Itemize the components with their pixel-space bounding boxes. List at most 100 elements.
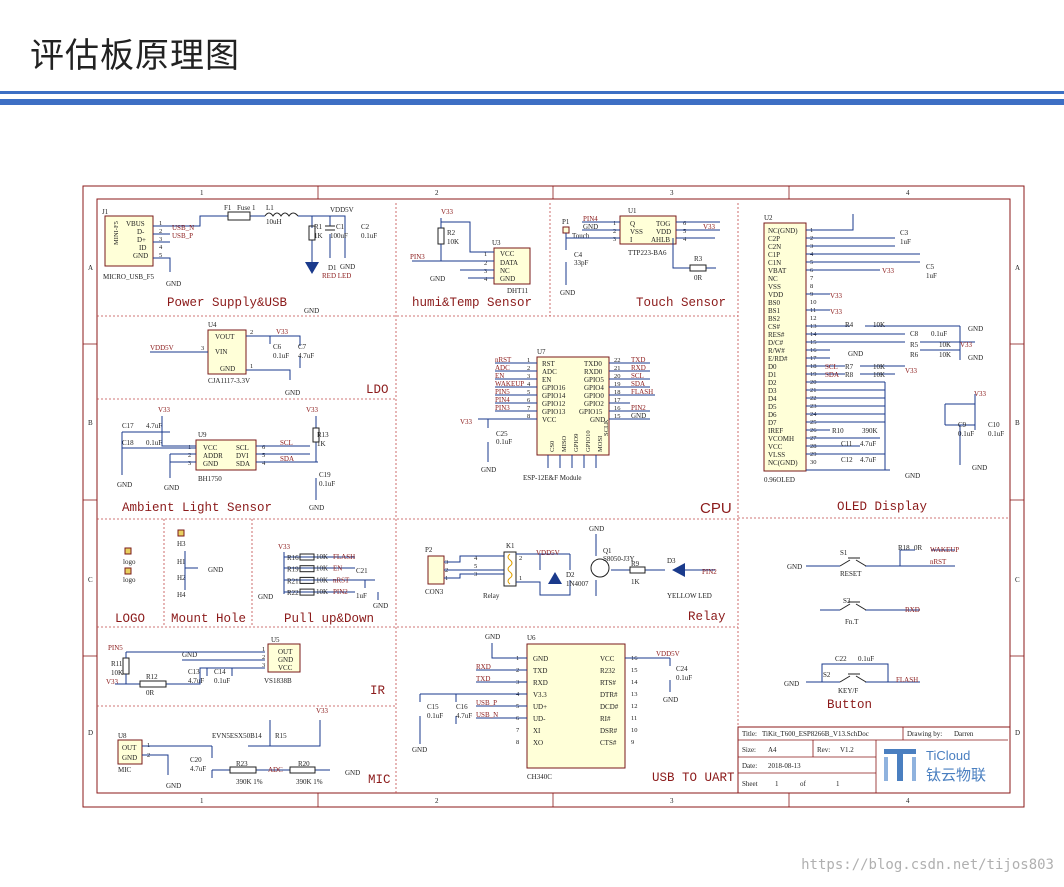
title-pull-up-down: Pull up&Down [284, 612, 374, 626]
r20-value: 390K 1% [296, 778, 323, 786]
f1-fuse: Fuse 1 [237, 204, 256, 212]
title-oled-display: OLED Display [837, 500, 928, 514]
uart-right-pin: DTR# [600, 691, 618, 699]
resistor-r12 [139, 680, 167, 688]
ambient-wires [121, 416, 318, 500]
c6-ref: C6 [273, 343, 282, 351]
pull-resistor-net: FLASH [333, 553, 355, 561]
c15-value: 0.1uF [427, 712, 443, 720]
r2-ref: R2 [447, 229, 456, 237]
q1-value: S8050-J3Y [603, 555, 635, 563]
oled-v33-bs1: V33 [830, 308, 843, 316]
oled-part: 0.96OLED [764, 476, 795, 484]
r5-ref: R5 [910, 341, 919, 349]
pull-resistor [299, 553, 315, 561]
u1-pin-i: I [630, 236, 633, 244]
u7-rnum-21: 21 [614, 365, 621, 372]
title-button: Button [827, 698, 872, 712]
k1-num-1: 1 [519, 575, 522, 582]
section-titles: Power Supply&USB humi&Temp Sensor Touch … [115, 296, 928, 787]
d1-ref: D1 [328, 264, 337, 272]
touch-pad-p1 [562, 226, 570, 234]
r13-value: 1K [317, 440, 326, 448]
u5-num-3: 3 [262, 662, 265, 669]
u4-num-3: 3 [201, 345, 204, 352]
resistor-r23 [229, 766, 257, 774]
switch-s1 [839, 557, 867, 567]
bh1750-part: BH1750 [198, 475, 222, 483]
header-rule-thick [0, 99, 1064, 105]
title-ldo: LDO [366, 383, 389, 397]
j1-num-5: 5 [159, 252, 162, 259]
net-scl-ambient: SCL [280, 439, 293, 447]
net-usb-p: USB_P [172, 232, 193, 240]
ldo-gnd: GND [285, 389, 300, 397]
oled-pin-number: 7 [810, 275, 814, 282]
c25-ref: C25 [496, 430, 508, 438]
resistor-r9 [629, 566, 646, 574]
c13-ref: C13 [188, 668, 200, 676]
c5-ref: C5 [926, 263, 935, 271]
uart-left-num: 8 [516, 739, 519, 746]
u7-rnum-17: 17 [614, 397, 621, 404]
u9-num-3: 3 [188, 460, 191, 467]
u7-lpin-gpio12: GPIO12 [542, 400, 566, 408]
u7-rnum-20: 20 [614, 373, 621, 380]
ir-receiver-u5 [267, 643, 301, 673]
r4-ref: R4 [845, 321, 854, 329]
uart-right-pin: DSR# [600, 727, 618, 735]
j1-num-3: 3 [159, 236, 162, 243]
u7-lpin-en: EN [542, 376, 551, 384]
oled-pin-label: CS# [768, 323, 781, 331]
title-block-frame [737, 726, 1011, 794]
header-rule-thin [0, 91, 1064, 94]
mount-h4: H4 [177, 591, 186, 599]
uart-left-pin: UD- [533, 715, 546, 723]
grid-col-1-top: 1 [200, 189, 204, 197]
cpu-net-flash: FLASH [631, 388, 653, 396]
u9-num-6: 6 [262, 444, 266, 451]
r11-value: 10K [111, 669, 123, 677]
uart-right-num: 10 [631, 727, 638, 734]
mount-h3: H3 [177, 540, 186, 548]
tb-rev-value: V1.2 [840, 746, 854, 754]
u7-rpin-gpio15: GPIO15 [579, 408, 603, 416]
d2-ref: D2 [566, 571, 575, 579]
u4-num-1: 1 [250, 363, 253, 370]
oled-wires [806, 214, 976, 471]
uart-gnd-1: GND [485, 633, 500, 641]
cpu-net-txd: TXD [631, 356, 645, 364]
page-title: 评估板原理图 [30, 36, 240, 76]
oled-v33-r7: V33 [905, 367, 918, 375]
net-pin4-touch: PIN4 [583, 215, 598, 223]
r10-value: 390K [862, 427, 878, 435]
u7-rnum-15: 15 [614, 413, 621, 420]
d3-ref: D3 [667, 557, 676, 565]
touch-label: Touch [572, 232, 590, 240]
title-ir: IR [370, 684, 386, 698]
touch-gnd: GND [560, 289, 575, 297]
oled-pin-label: VDD [768, 291, 783, 299]
k1-num-5: 5 [474, 563, 477, 570]
cpu-net-scl: SCL [631, 372, 644, 380]
title-cpu: CPU [700, 500, 732, 517]
oled-pin-label: NC(GND) [768, 459, 798, 467]
tb-size-label: Size: [742, 746, 756, 754]
switch-s3 [839, 601, 867, 611]
u8-pin-out: OUT [122, 744, 137, 752]
humi-gnd: GND [430, 275, 445, 283]
j1-num-2: 2 [159, 228, 162, 235]
oled-pin-label: BS2 [768, 315, 781, 323]
pull-resistor-value: 10K [316, 565, 328, 573]
oled-pin-label: D0 [768, 363, 777, 371]
r23-value: 390K 1% [236, 778, 263, 786]
ir-wires [115, 651, 265, 685]
humi-temp-block: V33 R2 10K U3 VCC DATA NC GND 1 2 3 4 PI… [410, 208, 531, 295]
button-wakeup: WAKEUP [930, 546, 959, 554]
power-supply-block: J1 MINI-F5 VBUS D- D+ ID GND 1 2 3 4 5 M… [102, 204, 377, 315]
p2-part: CON3 [425, 588, 444, 596]
tb-size-value: A4 [768, 746, 777, 754]
u7-lnum-1: 1 [527, 357, 530, 364]
oled-pin-label: NC(GND) [768, 227, 798, 235]
